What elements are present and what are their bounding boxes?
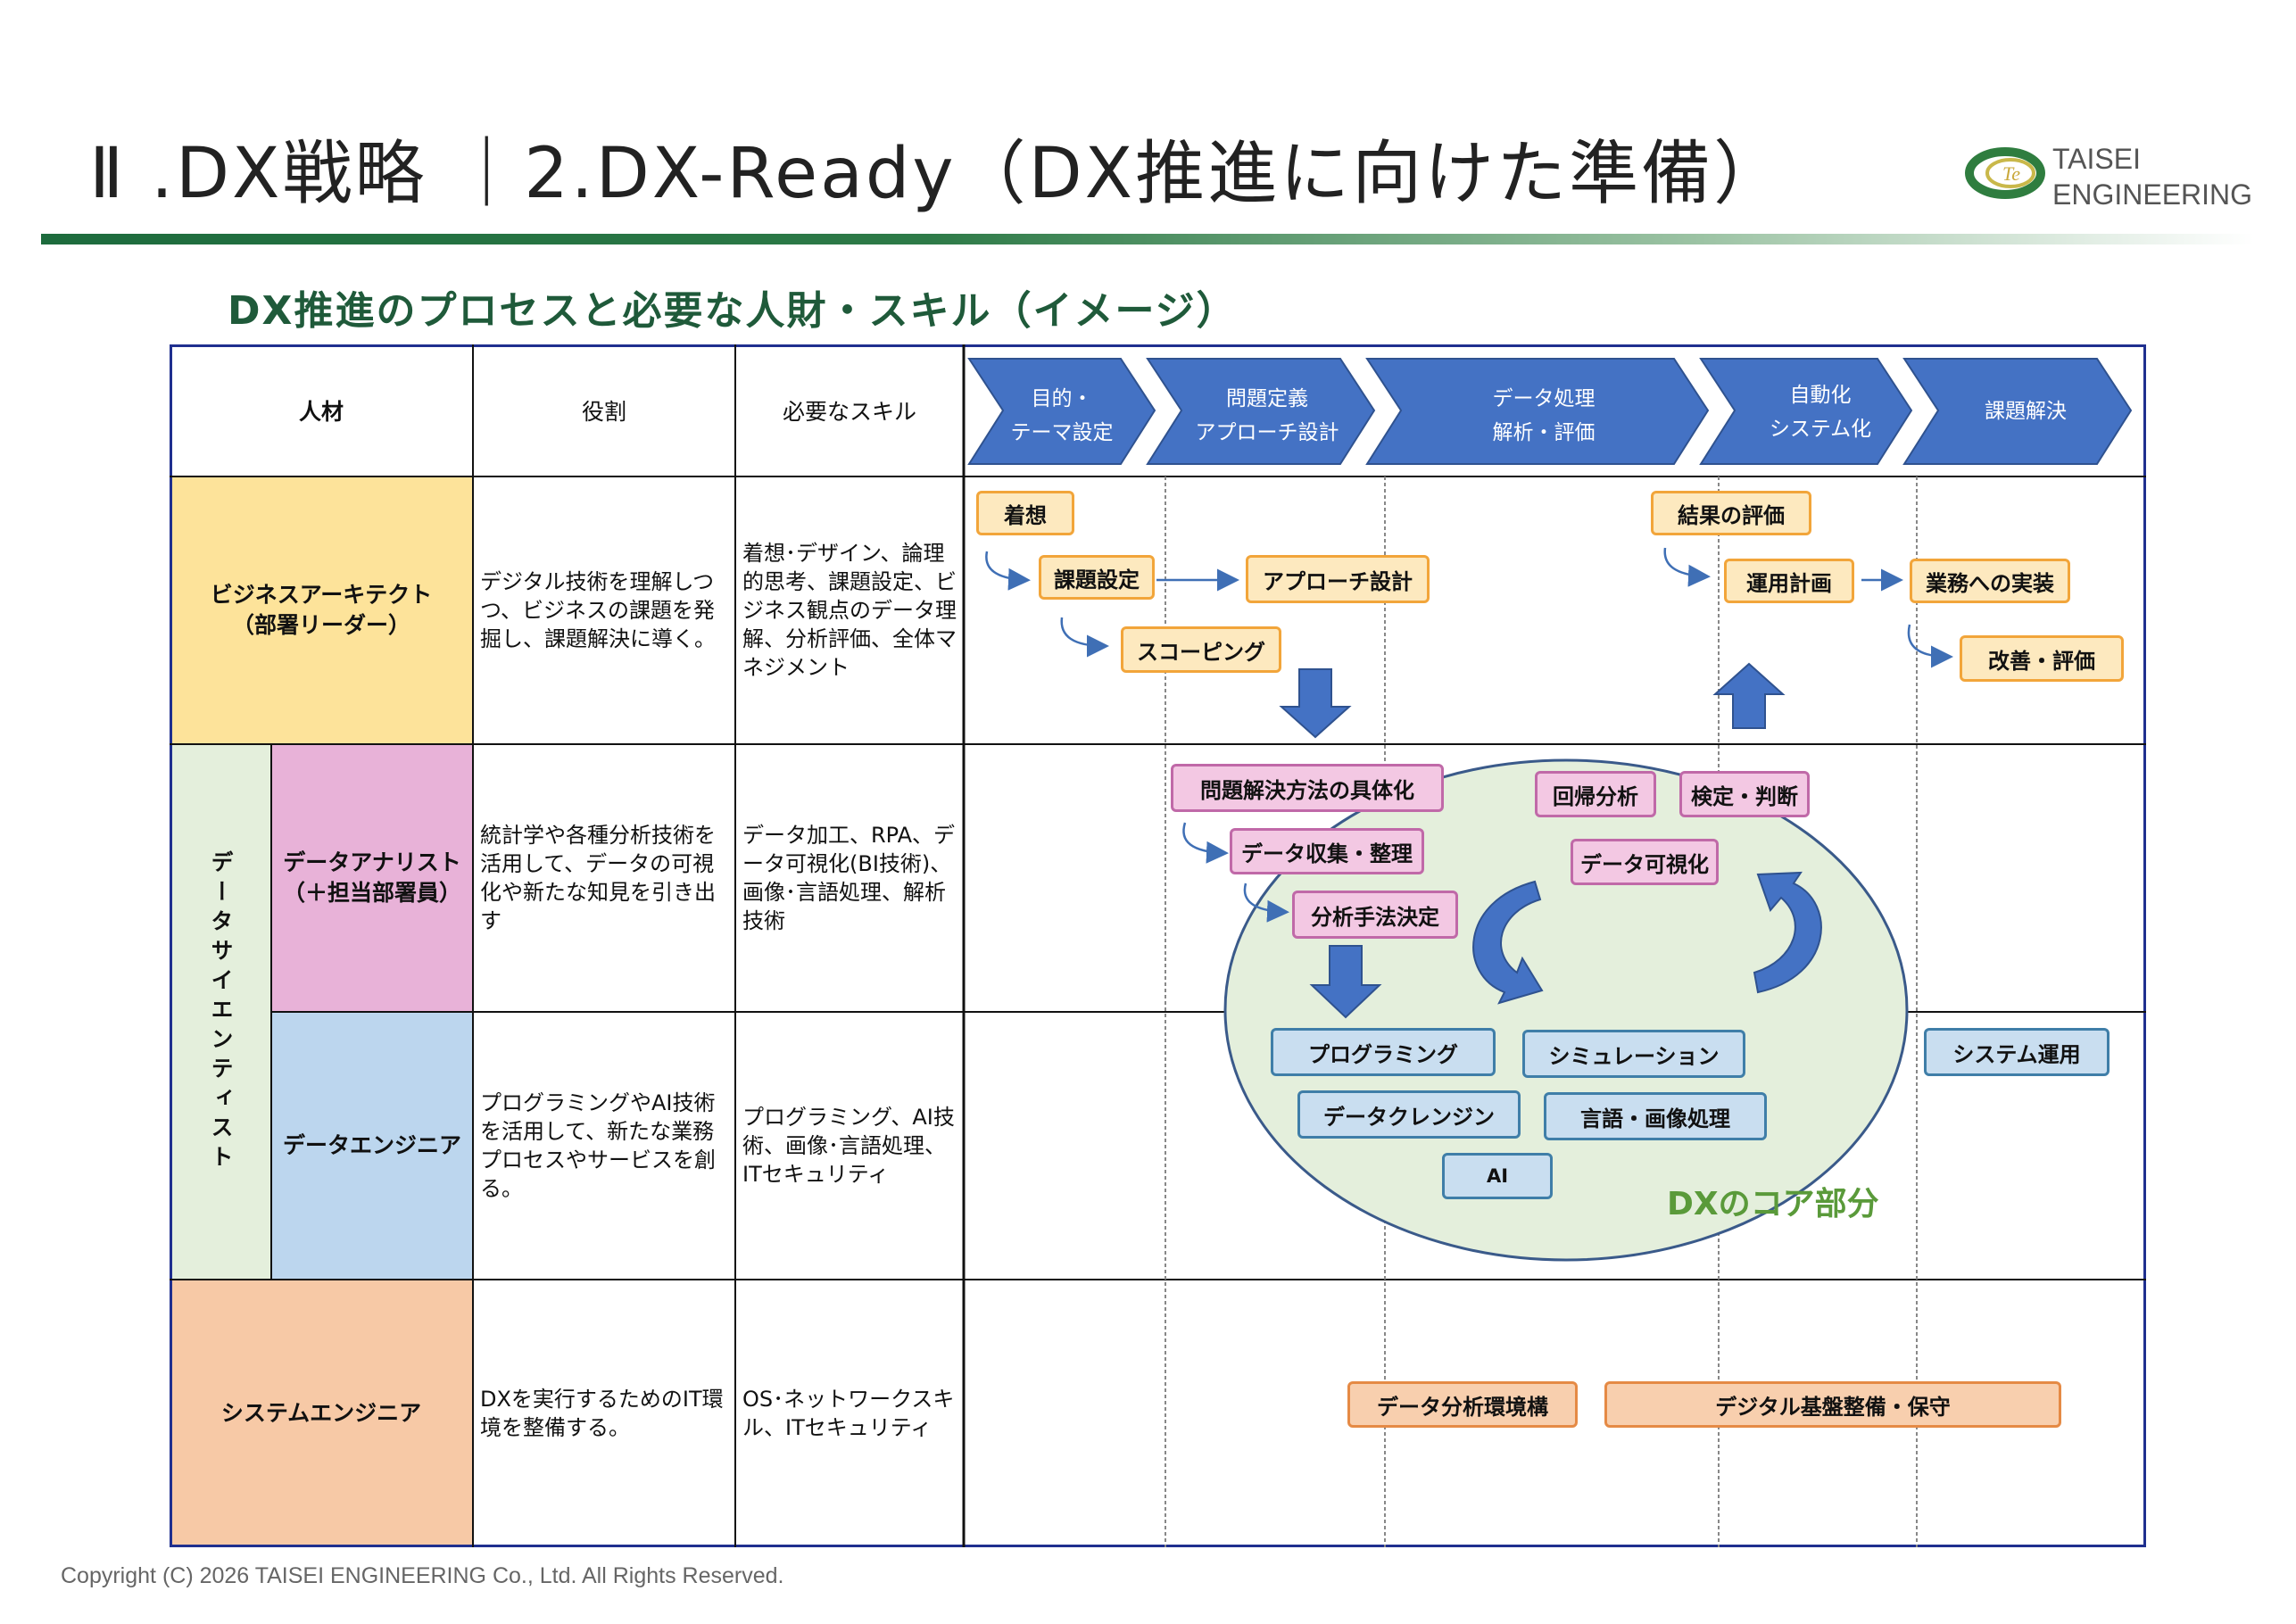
data-scientist-label: データサイエンティスト [208,849,234,1174]
step-1-line-2: テーマ設定 [1010,421,1114,444]
step-1-line-1: 目的・ [1031,387,1093,410]
step-3-label: データ処理 解析・評価 [1428,382,1660,450]
header-role: 役割 [581,399,626,425]
dx-process-table: ビジネスアーキテクト （部署リーダー） データサイエンティスト データアナリスト… [170,344,2146,1547]
business-architect-role: デジタル技術を理解しつつ、ビジネスの課題を発掘し、課題解決に導く。 [480,569,716,651]
box-digital-kiban: デジタル基盤整備・保守 [1604,1381,2061,1428]
box-unyo-keikaku: 運用計画 [1724,559,1854,603]
box-data-kashika: データ可視化 [1571,839,1719,885]
step-5-line-1: 課題解決 [1985,400,2067,423]
box-ai: AI [1442,1153,1553,1199]
step-3-line-2: 解析・評価 [1492,421,1596,444]
step-4-line-2: システム化 [1769,418,1872,441]
step-4-label: 自動化 システム化 [1731,378,1910,446]
process-chevrons [967,358,2133,465]
section-subtitle: DX推進のプロセスと必要な人財・スキル（イメージ） [228,288,1238,334]
box-kadai-settei: 課題設定 [1039,555,1155,600]
box-data-bunseki-kankyo: データ分析環境構 [1347,1381,1578,1428]
dx-core-label: DXのコア部分 [1667,1186,1879,1222]
system-engineer-skills: OS･ネットワークスキル、ITセキュリティ [742,1387,955,1440]
data-engineer-cell: データエンジニア [271,1012,473,1280]
box-data-cleansing: データクレンジン [1297,1090,1521,1139]
logo-line-1: TAISEI [2052,143,2141,175]
cycle-arrow-right-icon [1753,871,1822,994]
box-mondai-gutaika: 問題解決方法の具体化 [1171,764,1444,812]
down-arrow-icon [1279,668,1352,739]
data-scientist-group-cell: データサイエンティスト [170,744,271,1280]
business-architect-cell: ビジネスアーキテクト （部署リーダー） [170,476,473,744]
box-kentei-handan: 検定・判断 [1679,771,1810,817]
svg-text:Te: Te [2002,162,2020,185]
step-4-line-1: 自動化 [1789,384,1852,407]
box-data-shushu: データ収集・整理 [1230,828,1424,874]
box-kekka-hyoka: 結果の評価 [1651,491,1811,535]
box-system-unyo: システム運用 [1924,1028,2110,1076]
system-engineer-role: DXを実行するためのIT環境を整備する。 [480,1387,724,1440]
box-chakuso: 着想 [976,491,1074,535]
business-architect-dept: （部署リーダー） [231,612,410,638]
business-architect-skills: 着想･デザイン、論理的思考、課題設定、ビジネス観点のデータ理解、分析評価、全体マ… [742,541,957,680]
box-bunseki-kettei: 分析手法決定 [1292,891,1458,939]
cycle-arrow-left-icon [1472,880,1544,1005]
box-approach-sekkei: アプローチ設計 [1246,555,1430,603]
box-scoping: スコーピング [1121,626,1281,673]
page-title: Ⅱ .DX戦略 ｜2.DX-Ready（DX推進に向けた準備） [89,134,1786,214]
box-simulation: シミュレーション [1522,1030,1745,1078]
system-engineer-name: システムエンジニア [220,1400,422,1426]
step-5-label: 課題解決 [1936,394,2115,428]
data-analyst-skills: データ加工、RPA、データ可視化(BI技術)、画像･言語処理、解析技術 [742,823,956,933]
box-gengo-gazo: 言語・画像処理 [1544,1092,1767,1140]
company-logo-icon: Te [1965,147,2045,199]
chevron-step-1 [967,358,1156,465]
down-arrow-icon-2 [1309,945,1382,1019]
box-kaiki-bunseki: 回帰分析 [1535,771,1656,817]
chevron-step-2 [1146,358,1376,465]
copyright: Copyright (C) 2026 TAISEI ENGINEERING Co… [61,1563,784,1588]
business-architect-name: ビジネスアーキテクト [210,582,433,608]
step-1-label: 目的・ テーマ設定 [991,382,1133,450]
step-2-label: 問題定義 アプローチ設計 [1169,382,1365,450]
data-analyst-name: データアナリスト [283,849,461,875]
data-engineer-name: データエンジニア [282,1132,461,1158]
logo-line-2: ENGINEERING [2052,178,2253,211]
chevron-step-4 [1699,358,1913,465]
step-2-line-2: アプローチ設計 [1195,421,1339,444]
data-analyst-dept: （＋担当部署員） [282,880,461,906]
box-kaizen-hyoka: 改善・評価 [1960,635,2124,682]
header-talent: 人材 [298,399,344,425]
up-arrow-icon [1712,662,1786,729]
box-gyomu-jisso: 業務への実装 [1910,559,2070,603]
step-3-line-1: データ処理 [1492,387,1596,410]
system-engineer-cell: システムエンジニア [170,1280,473,1547]
chevron-step-5 [1902,358,2133,465]
table-grid-lines [170,344,2146,1547]
data-engineer-role: プログラミングやAI技術を活用して、新たな業務プロセスやサービスを創る。 [480,1090,716,1201]
logo-text: TAISEI ENGINEERING [2052,141,2252,212]
data-analyst-cell: データアナリスト （＋担当部署員） [271,744,473,1012]
step-2-line-1: 問題定義 [1226,387,1308,410]
data-analyst-role: 統計学や各種分析技術を活用して、データの可視化や新たな知見を引き出す [480,823,716,933]
header-skills: 必要なスキル [782,399,916,425]
chevron-step-3 [1365,358,1710,465]
title-underline [41,234,2254,244]
box-programming: プログラミング [1271,1028,1496,1076]
data-engineer-skills: プログラミング、AI技術、画像･言語処理、ITセキュリティ [742,1105,955,1187]
